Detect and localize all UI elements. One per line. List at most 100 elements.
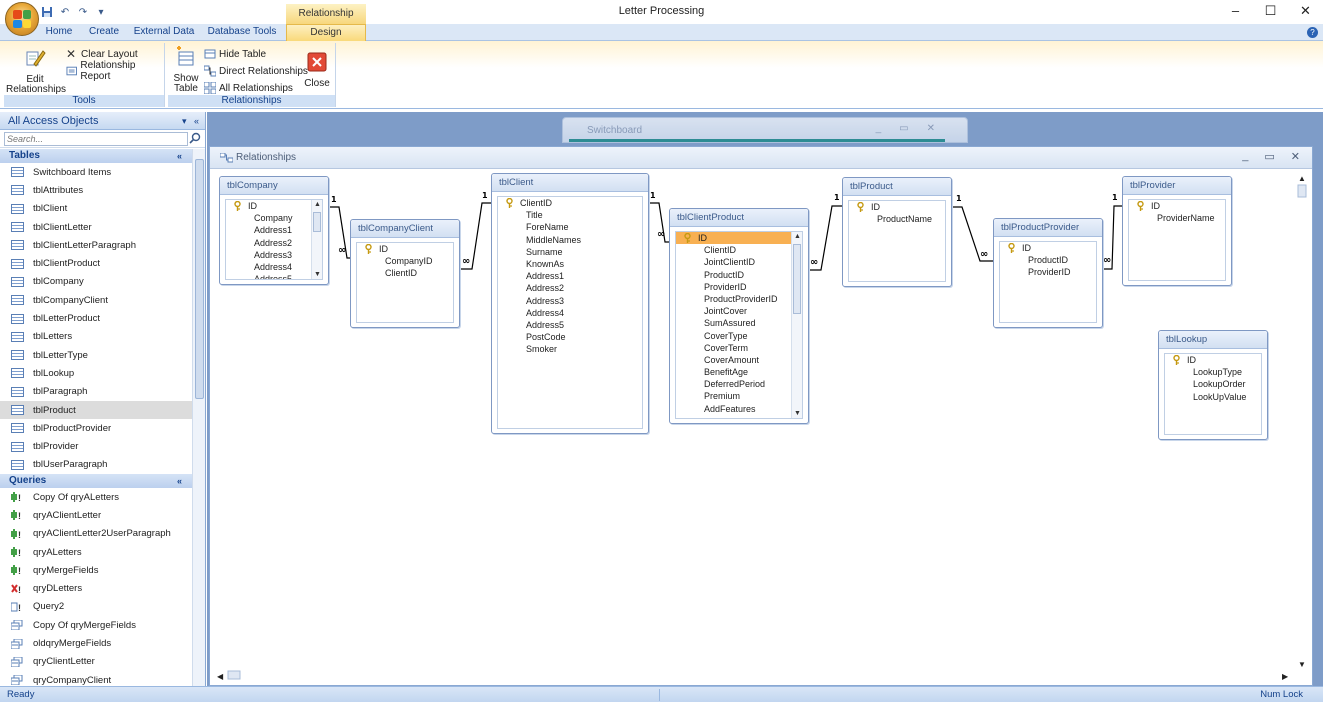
help-icon[interactable]: ?	[1307, 27, 1318, 38]
rel-close-button[interactable]: ✕	[1290, 151, 1300, 163]
customize-qat-icon[interactable]: ▾	[98, 6, 104, 18]
table-field[interactable]: ProductProviderID	[676, 293, 802, 305]
primary-key-field[interactable]: ID	[226, 200, 322, 212]
nav-table-item[interactable]: tblLetters	[0, 328, 192, 346]
scroll-left-arrow[interactable]: ◀	[217, 672, 224, 681]
table-field[interactable]: LookupType	[1165, 366, 1261, 378]
table-field[interactable]: Surname	[498, 246, 642, 258]
nav-query-item[interactable]: !Copy Of qryALetters	[0, 488, 192, 506]
nav-table-item[interactable]: tblClientLetter	[0, 218, 192, 236]
show-table-button[interactable]: Show Table	[170, 46, 202, 94]
nav-query-item[interactable]: !qryAClientLetter2UserParagraph	[0, 525, 192, 543]
tab-external-data[interactable]: External Data	[133, 26, 195, 37]
tab-database-tools[interactable]: Database Tools	[207, 26, 277, 37]
table-field[interactable]: CoverType	[676, 330, 802, 342]
scroll-up-arrow[interactable]: ▲	[1298, 174, 1306, 183]
field-scroll-down-arrow[interactable]: ▼	[314, 271, 321, 278]
relationship-report-button[interactable]: Relationship Report	[66, 60, 164, 82]
shutter-bar-icon[interactable]: «	[193, 116, 199, 126]
nav-query-item[interactable]: !qryALetters	[0, 543, 192, 561]
nav-table-item[interactable]: tblCompany	[0, 273, 192, 291]
nav-dropdown-icon[interactable]: ▾	[181, 116, 187, 126]
office-button[interactable]	[5, 2, 39, 36]
table-field[interactable]: PostCode	[498, 331, 642, 343]
save-icon[interactable]	[40, 5, 54, 19]
canvas-vertical-scrollbar[interactable]: ▲ ▼	[1296, 173, 1308, 669]
field-scroll-thumb[interactable]	[313, 212, 321, 232]
table-field[interactable]: ProductID	[1000, 254, 1096, 266]
table-field[interactable]: Address5	[498, 319, 642, 331]
table-box-title[interactable]: tblProductProvider	[994, 219, 1102, 237]
table-box-title[interactable]: tblCompanyClient	[351, 220, 459, 238]
field-list-scrollbar[interactable]: ▲▼	[311, 200, 322, 279]
table-field[interactable]: Title	[498, 209, 642, 221]
table-field[interactable]: LookupOrder	[1165, 378, 1261, 390]
table-field[interactable]: Address3	[498, 295, 642, 307]
table-field[interactable]: ProductName	[849, 213, 945, 225]
table-field[interactable]: Address1	[226, 224, 322, 236]
tab-home[interactable]: Home	[45, 26, 73, 37]
table-field[interactable]: AddFeatures	[676, 403, 802, 415]
nav-query-item[interactable]: qryCompanyClient	[0, 671, 192, 686]
nav-table-item[interactable]: tblCompanyClient	[0, 291, 192, 309]
table-box-title[interactable]: tblClient	[492, 174, 648, 192]
table-field[interactable]: KnownAs	[498, 258, 642, 270]
nav-query-item[interactable]: Copy Of qryMergeFields	[0, 616, 192, 634]
nav-scrollbar-thumb[interactable]	[195, 159, 204, 399]
canvas-hscroll-thumb[interactable]	[227, 670, 241, 680]
primary-key-field[interactable]: ID	[849, 201, 945, 213]
table-box-title[interactable]: tblProvider	[1123, 177, 1231, 195]
clear-layout-button[interactable]: ✕ Clear Layout	[66, 46, 138, 62]
tab-design[interactable]: Design	[286, 24, 366, 41]
redo-icon[interactable]: ↷	[78, 6, 88, 18]
nav-table-item[interactable]: tblLetterType	[0, 346, 192, 364]
canvas-vscroll-thumb[interactable]	[1297, 184, 1307, 198]
field-scroll-down-arrow[interactable]: ▼	[794, 410, 801, 417]
scroll-right-arrow[interactable]: ▶	[1282, 672, 1289, 681]
nav-table-item[interactable]: tblProduct	[0, 400, 192, 420]
table-box-title[interactable]: tblClientProduct	[670, 209, 808, 227]
scroll-down-arrow[interactable]: ▼	[1298, 660, 1306, 669]
tab-create[interactable]: Create	[88, 26, 119, 37]
relationship-line[interactable]	[809, 205, 842, 271]
edit-relationships-button[interactable]: Edit Relationships	[6, 47, 66, 95]
nav-query-item[interactable]: !Query2	[0, 598, 192, 616]
nav-scrollbar[interactable]	[192, 149, 205, 686]
table-field[interactable]: Address4	[226, 261, 322, 273]
close-window-button[interactable]: ✕	[1300, 3, 1311, 18]
relationship-line[interactable]	[952, 206, 993, 262]
table-field[interactable]: ClientID	[676, 244, 802, 256]
nav-query-item[interactable]: oldqryMergeFields	[0, 634, 192, 652]
table-field[interactable]: Company	[226, 212, 322, 224]
hide-table-button[interactable]: Hide Table	[204, 46, 266, 62]
all-relationships-button[interactable]: All Relationships	[204, 80, 293, 96]
nav-search-input[interactable]	[4, 132, 188, 146]
nav-pane-header[interactable]: All Access Objects ▾ «	[0, 112, 205, 130]
table-field[interactable]: ClientID	[357, 267, 453, 279]
field-scroll-up-arrow[interactable]: ▲	[794, 233, 801, 240]
nav-query-item[interactable]: !qryDLetters	[0, 580, 192, 598]
table-field[interactable]: ProviderID	[1000, 266, 1096, 278]
relationship-line[interactable]	[1103, 205, 1122, 270]
nav-query-item[interactable]: !qryAClientLetter	[0, 506, 192, 524]
rel-restore-button[interactable]: ▭	[1264, 151, 1275, 163]
close-relationships-button[interactable]: Close	[302, 51, 332, 89]
table-field[interactable]: Address3	[226, 249, 322, 261]
table-field[interactable]: Address4	[498, 307, 642, 319]
nav-table-item[interactable]: tblAttributes	[0, 181, 192, 199]
table-field[interactable]: JointClientID	[676, 256, 802, 268]
nav-table-item[interactable]: tblProductProvider	[0, 419, 192, 437]
table-field[interactable]: Smoker	[498, 343, 642, 355]
collapse-icon[interactable]: «	[176, 476, 182, 487]
primary-key-field[interactable]: ID	[676, 232, 802, 245]
relationship-line[interactable]	[460, 202, 491, 270]
nav-table-item[interactable]: tblParagraph	[0, 383, 192, 401]
